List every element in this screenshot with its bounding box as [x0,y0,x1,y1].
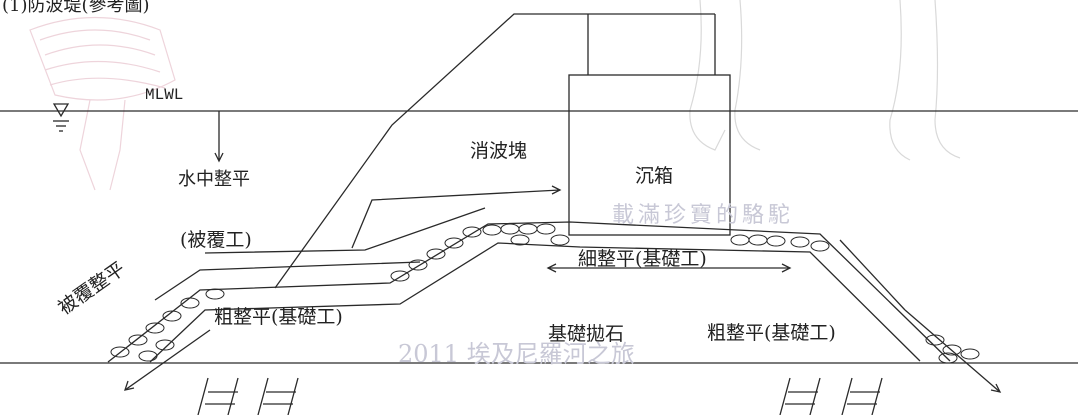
coarse-leveling-right-leader [839,239,906,311]
fine-leveling-label: 細整平(基礎工) [578,248,707,270]
rubble-stones [110,223,980,364]
foundation-rubble-label: 基礎拋石 [548,323,625,345]
diagram-title: (1)防波堤(參考圖) [2,0,150,16]
caisson-box [568,74,731,236]
watermark-egypt-text: 2011 埃及尼羅河之旅 [398,340,635,368]
mlwl-label: MLWL [145,86,184,104]
cover-work-label: (被覆工) [180,229,252,251]
arrowhead [551,185,562,195]
coarse-leveling-right-dimension [904,309,1001,393]
armour-block-label: 消波塊 [470,140,528,162]
pile-group-right [779,377,883,416]
leader-cover-work [204,207,486,254]
coarse-leveling-left-dimension [124,329,211,391]
coarse-leveling-left-label: 粗整平(基礎工) [214,306,343,328]
watermark-ornament [29,16,176,191]
armour-block-slope [274,13,588,289]
arrowhead [990,383,1002,393]
leader-cover-leveling [154,261,421,301]
arrowhead [781,263,792,273]
mound-inner-outline [149,242,921,363]
mound-outer-outline [107,221,951,363]
arrowhead [546,263,557,273]
mlwl-triangle-icon [52,103,70,118]
leader-armour-block [351,189,561,249]
watermark-camel-text: 載滿珍寶的駱駝 [612,203,795,228]
underwater-leveling-label: 水中整平 [178,169,250,190]
arrowhead [124,380,135,391]
coarse-leveling-right-label: 粗整平(基礎工) [707,322,836,344]
pile-group-left [197,377,299,416]
caisson-label: 沉箱 [635,165,674,187]
arrowhead [214,152,224,163]
